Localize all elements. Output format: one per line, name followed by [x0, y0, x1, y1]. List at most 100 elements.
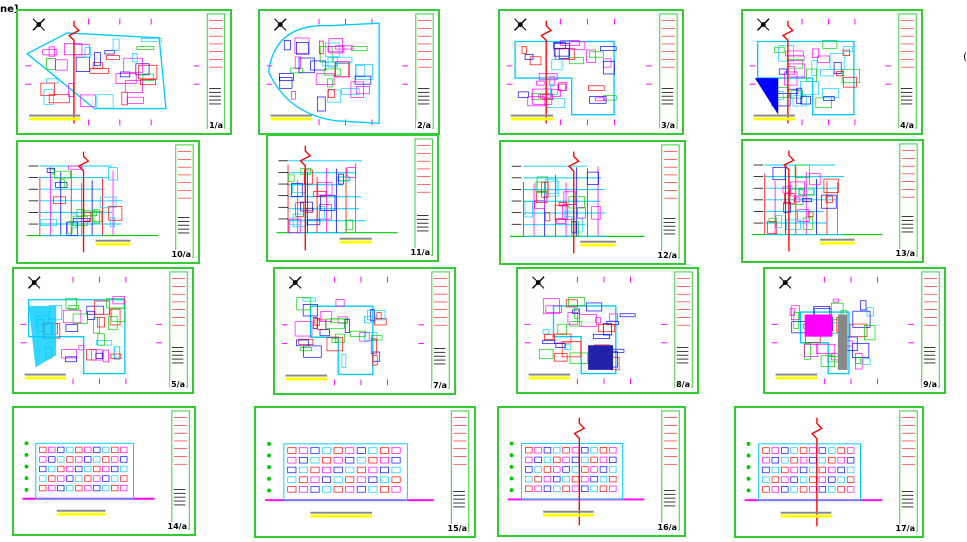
room-outline	[318, 40, 324, 55]
drawing-sheet-plan-floor-4[interactable]: 4/a	[741, 9, 923, 135]
drawing-title-bar	[580, 243, 616, 247]
room-outline	[842, 49, 850, 56]
facade-window	[84, 465, 92, 473]
north-arrow-icon	[288, 276, 302, 289]
tree-icon	[267, 488, 271, 493]
section-element	[92, 211, 103, 223]
room-outline	[829, 53, 845, 70]
drawing-sheet-plan-floor-7[interactable]: 8/a	[516, 267, 699, 394]
room-outline	[341, 354, 347, 368]
title-block	[171, 410, 190, 530]
drawing-sheet-elevation-3[interactable]: 16/a	[497, 406, 686, 537]
room-outline	[553, 43, 571, 57]
drawing-title-text	[56, 509, 106, 512]
facade-window	[525, 466, 533, 473]
drawing-title-bar	[775, 376, 818, 380]
section-element	[108, 206, 123, 221]
room-outline	[325, 318, 345, 329]
room-outline	[114, 346, 120, 360]
building-outline	[25, 32, 167, 110]
facade-window	[57, 446, 65, 454]
tree-icon	[746, 488, 751, 493]
room-outline	[87, 310, 96, 320]
facade-window	[368, 466, 378, 474]
room-outline	[124, 80, 143, 93]
section-element	[544, 212, 551, 222]
room-outline	[558, 48, 570, 59]
section-element	[545, 178, 558, 194]
sheet-number: 1/a	[208, 121, 224, 130]
drawing-sheet-elevation-1[interactable]: 14/a	[12, 406, 196, 536]
facade-window	[322, 466, 332, 474]
title-block	[921, 271, 940, 388]
facade-window	[66, 446, 74, 454]
drawing-sheet-plan-site-1[interactable]: 1/a	[16, 9, 232, 135]
section-element	[821, 194, 837, 209]
facade-window	[75, 446, 83, 454]
sheet-number: 10/a	[170, 250, 192, 259]
drawing-title-text	[310, 511, 373, 514]
facade-window	[120, 456, 128, 463]
facade-window	[380, 486, 389, 493]
facade-window	[298, 457, 308, 464]
drawing-canvas	[771, 271, 940, 388]
facade-window	[599, 475, 608, 483]
facade-outline	[283, 443, 408, 501]
section-element	[93, 209, 100, 224]
drawing-sheet-plan-floor-6[interactable]: 7/a	[273, 267, 456, 395]
section-element	[307, 219, 321, 226]
room-outline	[544, 334, 554, 340]
room-outline	[62, 309, 82, 324]
sheet-number: 12/a	[656, 251, 678, 260]
drawing-sheet-section-2[interactable]: 11/a	[266, 134, 439, 262]
facade-window	[762, 447, 770, 454]
room-outline	[821, 88, 840, 99]
room-outline	[279, 77, 293, 89]
drawing-sheet-plan-site-2[interactable]: 2/a	[258, 9, 440, 135]
section-cut-line	[67, 20, 80, 124]
tree-icon	[746, 441, 751, 446]
drawing-sheet-section-3[interactable]: 12/a	[499, 140, 686, 265]
facade-window	[39, 446, 47, 454]
facade-window	[590, 485, 598, 492]
section-element	[568, 196, 585, 209]
facade-window	[356, 476, 366, 483]
room-outline	[586, 49, 596, 63]
room-outline	[555, 343, 566, 348]
section-element	[99, 196, 117, 208]
room-outline	[279, 73, 294, 81]
room-outline	[855, 353, 863, 370]
room-outline	[142, 73, 154, 81]
drawing-sheet-plan-floor-3[interactable]: 3/a	[498, 9, 684, 135]
drawing-sheet-elevation-2[interactable]: 15/a	[254, 406, 476, 538]
facade-window	[310, 466, 320, 474]
room-outline	[864, 325, 876, 341]
drawing-sheet-section-1[interactable]: 10/a	[16, 140, 200, 264]
section-element	[292, 213, 307, 227]
facade-window	[809, 466, 817, 474]
room-outline	[367, 309, 386, 321]
drawing-sheet-plan-floor-5[interactable]: 5/a	[12, 267, 194, 394]
title-block	[175, 144, 194, 258]
facade-window	[345, 447, 355, 454]
facade-window	[781, 486, 789, 493]
facade-window	[534, 475, 542, 483]
room-outline	[327, 89, 335, 99]
drawing-title-bar	[24, 376, 66, 380]
drawing-canvas	[751, 143, 918, 257]
room-outline	[531, 93, 541, 100]
room-outline	[296, 339, 309, 347]
drawing-sheet-section-4[interactable]: 13/a	[741, 139, 924, 263]
tree-icon	[267, 441, 271, 446]
drawing-sheet-plan-roof[interactable]: 9/a	[763, 267, 946, 394]
room-outline	[594, 97, 605, 102]
section-element	[541, 181, 549, 198]
room-outline	[136, 46, 155, 50]
section-element	[292, 183, 306, 194]
room-outline	[820, 355, 836, 368]
drawing-title-bar	[510, 117, 554, 121]
drawing-sheet-elevation-4[interactable]: 17/a	[734, 406, 924, 538]
facade-window	[525, 456, 533, 463]
tree-icon	[746, 465, 751, 470]
blue-fill-zone	[754, 78, 779, 115]
